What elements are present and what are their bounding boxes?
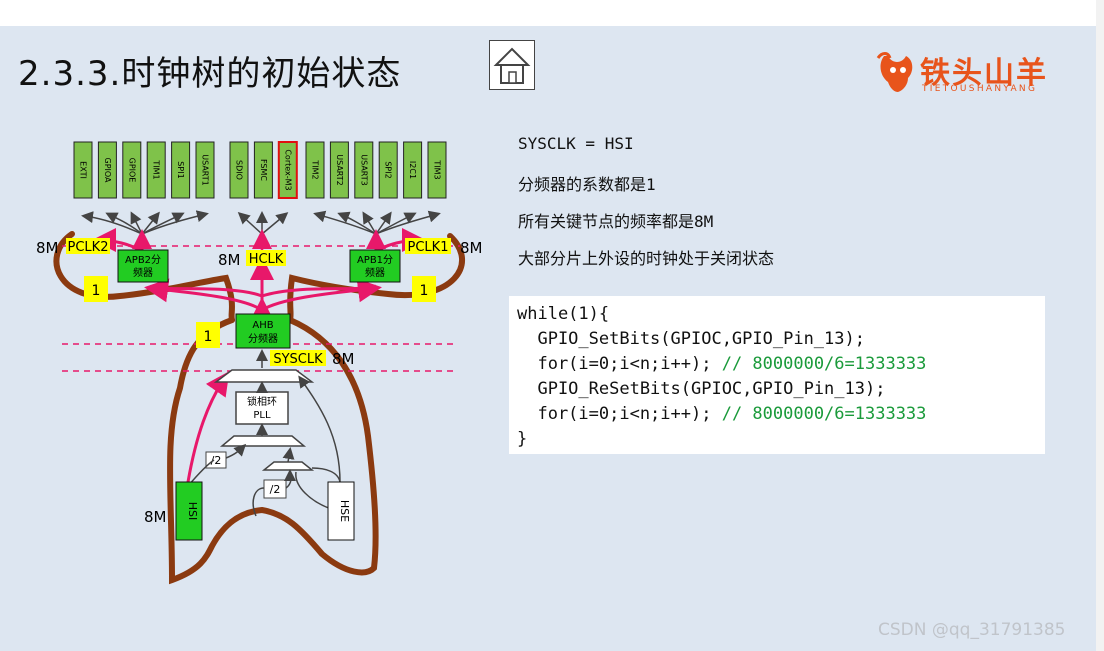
peripheral-box: [229, 141, 249, 199]
peripheral-label: TIM2: [311, 159, 320, 179]
div2-b: /2: [270, 483, 281, 496]
note-1: SYSCLK = HSI: [518, 134, 634, 153]
goat-head-icon: [876, 52, 913, 92]
home-icon: [493, 47, 531, 84]
note-2: 分频器的系数都是1: [518, 175, 656, 194]
sysclk-label: SYSCLK: [273, 352, 323, 367]
peripheral-box: [73, 141, 93, 199]
peripheral-box: [171, 141, 191, 199]
pll-label-1: 锁相环: [247, 395, 277, 408]
code-line: for(i=0;i<n;i++); // 8000000/6=1333333: [517, 404, 927, 424]
pll-label-2: PLL: [253, 410, 271, 421]
hsi-label: HSI: [186, 502, 199, 521]
home-button[interactable]: [489, 40, 535, 90]
code-block: while(1){ GPIO_SetBits(GPIOC,GPIO_Pin_13…: [509, 296, 1045, 454]
peripheral-label: I2C1: [408, 161, 417, 179]
peripheral-label: USART3: [359, 154, 368, 186]
peripheral-box: [403, 141, 423, 199]
apb2-divider-value: 1: [92, 283, 101, 299]
peripheral-box: [253, 141, 273, 199]
ahb-label-2: 分频器: [248, 332, 278, 345]
peripheral-label: GPIOA: [103, 157, 112, 183]
peripheral-label: USART1: [201, 154, 210, 186]
peripheral-label: USART2: [335, 154, 344, 186]
peripheral-box: [378, 141, 398, 199]
peripheral-box: [329, 141, 349, 199]
peripheral-label: TIM3: [433, 159, 442, 179]
note-3: 所有关键节点的频率都是8M: [518, 212, 714, 231]
hclk-label: HCLK: [249, 252, 284, 267]
note-4: 大部分片上外设的时钟处于关闭状态: [518, 249, 775, 268]
pclk2-label: PCLK2: [68, 240, 109, 255]
pclk1-freq: 8M: [460, 239, 483, 257]
div2-a: /2: [211, 454, 222, 467]
slide: 2.3.3.时钟树的初始状态 铁头山羊 TIETOUSHANYANG: [0, 26, 1096, 651]
pclk1-label: PCLK1: [408, 240, 449, 255]
hse-label: HSE: [338, 500, 351, 522]
ahb-divider-value: 1: [204, 329, 213, 345]
peripheral-box: [122, 141, 142, 199]
code-line: }: [517, 429, 528, 449]
peripheral-label: EXTI: [79, 161, 88, 179]
apb2-label-1: APB2分: [125, 254, 161, 266]
peripheral-box: [277, 141, 298, 199]
hclk-freq: 8M: [218, 251, 241, 269]
sysclk-freq: 8M: [332, 350, 355, 368]
code-line: GPIO_ReSetBits(GPIOC,GPIO_Pin_13);: [517, 379, 886, 399]
slide-title: 2.3.3.时钟树的初始状态: [18, 54, 402, 94]
peripheral-label: Cortex-M3: [283, 149, 292, 190]
peripheral-box: [146, 141, 166, 199]
apb2-label-2: 频器: [133, 266, 153, 279]
window-scrollbar[interactable]: [1096, 0, 1104, 651]
peripheral-label: SPI2: [384, 161, 393, 178]
logo-subtext: TIETOUSHANYANG: [922, 84, 1038, 94]
code-line: GPIO_SetBits(GPIOC,GPIO_Pin_13);: [517, 329, 865, 349]
code-line: while(1){: [517, 304, 610, 324]
logo-text: 铁头山羊: [920, 56, 1048, 91]
peripheral-label: SDIO: [235, 160, 244, 180]
apb1-label-2: 频器: [365, 266, 385, 279]
peripheral-box: [427, 141, 447, 199]
peripheral-label: GPIOE: [127, 158, 136, 183]
peripheral-box: [195, 141, 215, 199]
hsi-freq: 8M: [144, 508, 167, 526]
peripheral-label: TIM1: [152, 159, 161, 179]
brand-logo: 铁头山羊 TIETOUSHANYANG: [876, 46, 1076, 96]
apb1-label-1: APB1分: [357, 254, 393, 266]
clock-tree-diagram: EXTI GPIOA GPIOE TIM1 SPI1 USART1 SDIO FSMC Cort…: [36, 141, 483, 585]
peripheral-box: [305, 141, 325, 199]
watermark: CSDN @qq_31791385: [878, 620, 1066, 640]
peripheral-row: EXTI GPIOA GPIOE TIM1 SPI1 USART1 SDIO FSMC Cort…: [73, 141, 447, 199]
code-line: for(i=0;i<n;i++); // 8000000/6=1333333: [517, 354, 927, 374]
apb1-divider-value: 1: [420, 283, 429, 299]
peripheral-label: SPI1: [176, 161, 185, 178]
peripheral-box: [97, 141, 117, 199]
peripheral-box: [354, 141, 374, 199]
pclk2-freq: 8M: [36, 239, 59, 257]
ahb-label-1: AHB: [252, 320, 273, 331]
peripheral-label: FSMC: [259, 159, 268, 181]
